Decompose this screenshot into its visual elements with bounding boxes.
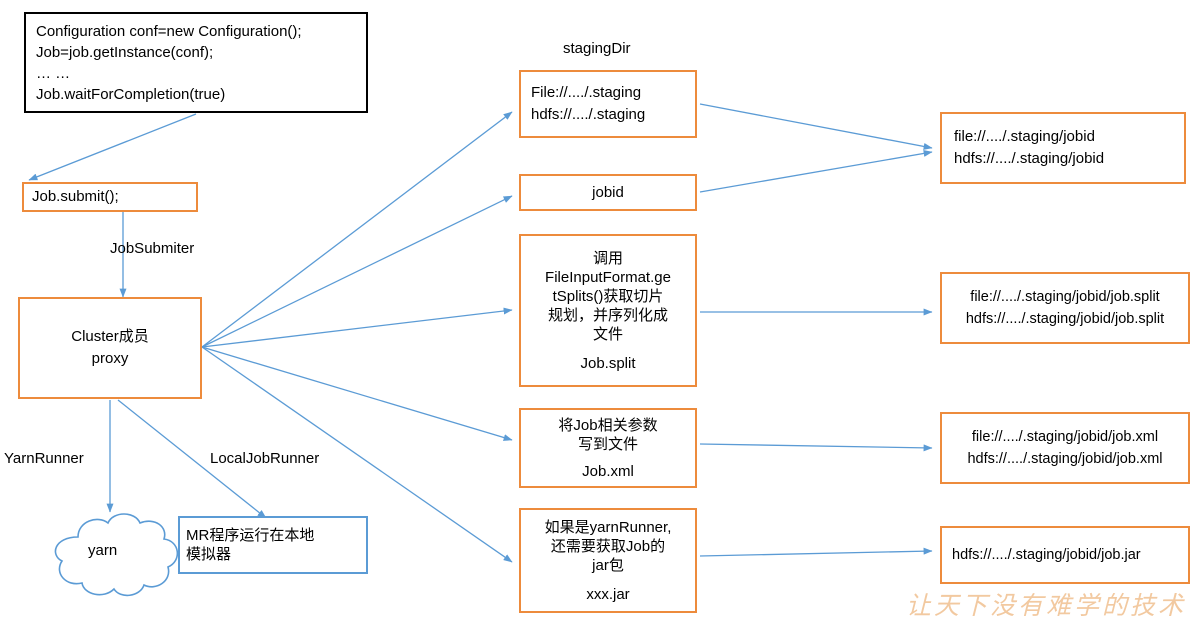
- arrow-proxy-to-staging: [201, 111, 513, 348]
- job-jar-box[interactable]: hdfs://..../.staging/jobid/job.jar: [940, 526, 1190, 584]
- job-xml-box[interactable]: file://..../.staging/jobid/job.xml hdfs:…: [940, 412, 1190, 484]
- split-line-5: 文件: [592, 325, 623, 343]
- jar-line-1: 如果是yarnRunner,: [544, 518, 672, 536]
- local-runner-box[interactable]: MR程序运行在本地 模拟器: [178, 516, 368, 574]
- split-box[interactable]: 调用 FileInputFormat.ge tSplits()获取切片 规划，并…: [519, 234, 697, 387]
- arrow-xml-to-path: [699, 443, 933, 452]
- xml-line-1: 将Job相关参数: [558, 416, 658, 434]
- code-line-3: … …: [36, 64, 71, 82]
- yarn-cloud-label: yarn: [88, 542, 118, 559]
- staging-dir-title: stagingDir: [563, 40, 631, 57]
- cluster-proxy-box[interactable]: Cluster成员 proxy: [18, 297, 202, 399]
- arrow-proxy-to-xml: [201, 346, 513, 441]
- cluster-proxy-line-1: Cluster成员: [71, 328, 149, 345]
- code-line-1: Configuration conf=new Configuration();: [36, 22, 302, 40]
- local-runner-line-1: MR程序运行在本地: [186, 527, 315, 544]
- jar-line-4: xxx.jar: [586, 585, 630, 603]
- job-xml-line-1: file://..../.staging/jobid/job.xml: [971, 429, 1159, 445]
- staging-jobid-box[interactable]: file://..../.staging/jobid hdfs://..../.…: [940, 112, 1186, 184]
- staging-dir-box[interactable]: File://..../.staging hdfs://..../.stagin…: [519, 70, 697, 138]
- jobid-box[interactable]: jobid: [519, 174, 697, 211]
- jar-box[interactable]: 如果是yarnRunner, 还需要获取Job的 jar包 xxx.jar: [519, 508, 697, 613]
- staging-jobid-line-1: file://..../.staging/jobid: [954, 128, 1095, 145]
- job-submiter-label: JobSubmiter: [110, 240, 195, 257]
- staging-jobid-line-2: hdfs://..../.staging/jobid: [954, 150, 1105, 167]
- cluster-proxy-line-2: proxy: [91, 350, 129, 367]
- job-submit-label: Job.submit();: [32, 188, 119, 205]
- split-line-4: 规划，并序列化成: [547, 306, 668, 324]
- split-line-2: FileInputFormat.ge: [545, 268, 671, 286]
- jar-line-3: jar包: [592, 556, 624, 574]
- arrow-proxy-to-jobid: [201, 195, 513, 348]
- job-xml-line-2: hdfs://..../.staging/jobid/job.xml: [967, 451, 1163, 467]
- arrow-jar-to-path: [699, 547, 933, 557]
- split-line-1: 调用: [592, 249, 623, 267]
- jar-line-2: 还需要获取Job的: [550, 537, 666, 555]
- code-line-4: Job.waitForCompletion(true): [36, 85, 226, 103]
- job-split-line-2: hdfs://..../.staging/jobid/job.split: [965, 311, 1165, 327]
- jobid-label: jobid: [592, 183, 624, 201]
- xml-box[interactable]: 将Job相关参数 写到文件 Job.xml: [519, 408, 697, 488]
- xml-line-2: 写到文件: [577, 435, 638, 453]
- arrow-staging-to-jobid-path: [699, 103, 933, 150]
- split-line-3: tSplits()获取切片: [552, 287, 664, 305]
- arrow-code-to-submit: [28, 113, 197, 181]
- arrow-proxy-to-split: [201, 307, 513, 348]
- local-job-runner-label: LocalJobRunner: [210, 450, 320, 467]
- job-jar-line-1: hdfs://..../.staging/jobid/job.jar: [952, 547, 1141, 563]
- staging-dir-line-2: hdfs://..../.staging: [531, 106, 646, 123]
- job-split-line-1: file://..../.staging/jobid/job.split: [970, 289, 1160, 305]
- split-line-6: Job.split: [580, 354, 636, 372]
- watermark-text: 让天下没有难学的技术: [905, 593, 1186, 620]
- yarn-runner-label: YarnRunner: [4, 450, 84, 467]
- code-box: Configuration conf=new Configuration(); …: [24, 12, 368, 113]
- local-runner-line-2: 模拟器: [186, 546, 232, 563]
- arrow-jobid-to-jobid-path: [699, 149, 933, 193]
- staging-dir-line-1: File://..../.staging: [531, 84, 642, 101]
- job-submit-box[interactable]: Job.submit();: [22, 182, 198, 212]
- xml-line-3: Job.xml: [582, 462, 634, 480]
- job-split-box[interactable]: file://..../.staging/jobid/job.split hdf…: [940, 272, 1190, 344]
- code-line-2: Job=job.getInstance(conf);: [36, 43, 214, 61]
